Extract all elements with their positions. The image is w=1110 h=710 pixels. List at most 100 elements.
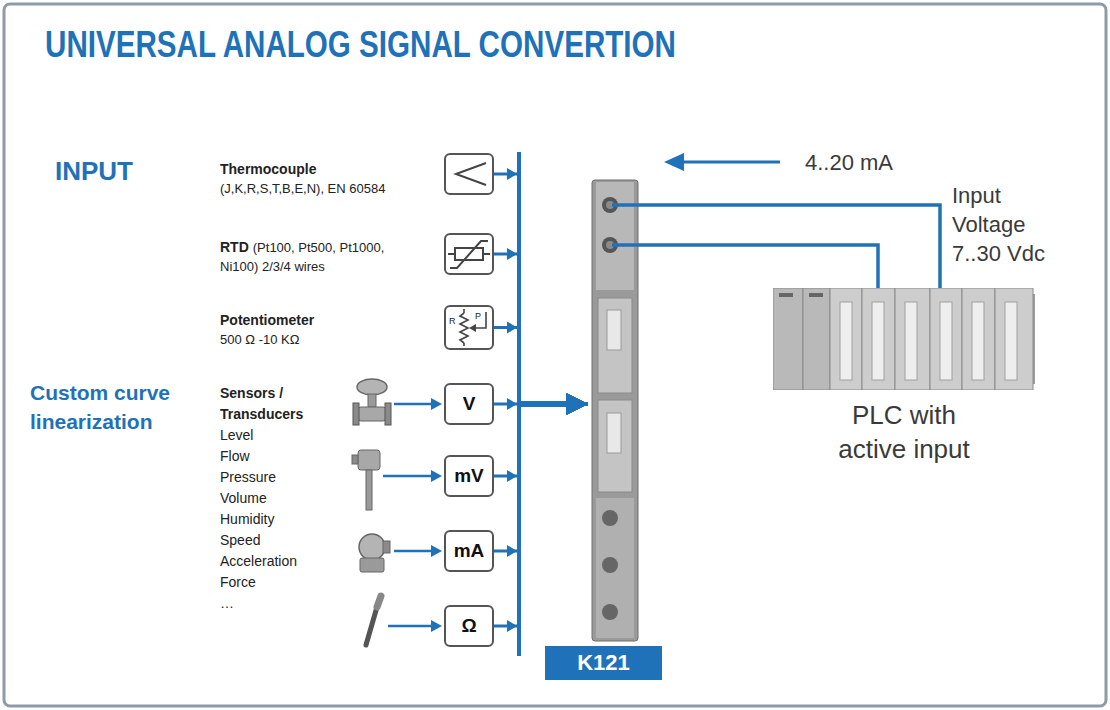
current-direction-arrowhead bbox=[664, 153, 684, 171]
signal-type-box: mV bbox=[444, 455, 494, 497]
plc-slot bbox=[1005, 302, 1017, 380]
frame bbox=[4, 4, 1106, 706]
signal-connector bbox=[494, 328, 588, 405]
valve-body bbox=[358, 407, 386, 421]
rtd-lead bbox=[483, 253, 490, 255]
wire-stub bbox=[612, 203, 640, 207]
signal-connector bbox=[494, 404, 588, 551]
rtd-symbol bbox=[446, 235, 492, 273]
sensor-arrow bbox=[388, 625, 432, 628]
signal-wire bbox=[640, 245, 878, 288]
plc-status-strip bbox=[809, 293, 823, 297]
module-slot bbox=[607, 413, 621, 453]
module-window bbox=[598, 400, 632, 492]
terminal-hole bbox=[602, 510, 618, 526]
terminal-hole bbox=[602, 557, 618, 573]
signal-connector bbox=[494, 254, 588, 404]
signal-type: V bbox=[463, 393, 476, 415]
potentiometer-symbol bbox=[446, 307, 492, 348]
converter-module: K121 bbox=[545, 178, 662, 680]
plc-slot bbox=[840, 302, 852, 380]
list-item: … bbox=[220, 593, 335, 614]
sensor-gland bbox=[352, 455, 358, 464]
symbol-letter: P bbox=[475, 311, 481, 321]
plc-status-strip bbox=[779, 293, 793, 297]
module-housing bbox=[592, 180, 638, 641]
probe-icon bbox=[366, 596, 381, 645]
pot-lead bbox=[463, 343, 465, 346]
signal-connector bbox=[494, 404, 588, 626]
plc-name: PLC with active input bbox=[817, 398, 992, 466]
input-description: Thermocouple(J,K,R,S,T,B,E,N), EN 60584 bbox=[220, 160, 425, 198]
transmitter-housing bbox=[359, 534, 385, 560]
sensor-head bbox=[358, 450, 380, 470]
signal-type: Ω bbox=[461, 615, 476, 637]
plc-module bbox=[895, 288, 930, 390]
plc-slot bbox=[940, 302, 952, 380]
plc-caption: PLC with active input bbox=[773, 398, 1035, 466]
symbol-letter: R bbox=[449, 316, 456, 326]
list-item: Flow bbox=[220, 446, 335, 467]
symbol-box bbox=[444, 153, 494, 195]
signal-type: mV bbox=[454, 465, 484, 487]
symbol-box bbox=[444, 305, 494, 350]
current-direction-arrow bbox=[682, 161, 780, 164]
input-description: RTD(Pt100, Pt500, Pt1000, Ni100) 2/3/4 w… bbox=[220, 238, 425, 276]
input-description: Potentiometer500 Ω -10 KΩ bbox=[220, 311, 425, 349]
plc-module bbox=[930, 288, 962, 390]
sensor-stem bbox=[366, 470, 372, 510]
module-drawing bbox=[590, 178, 640, 643]
symbol-box bbox=[444, 233, 494, 275]
module-slot bbox=[607, 310, 621, 350]
plc-module bbox=[995, 288, 1033, 390]
valve-actuator bbox=[357, 379, 387, 395]
signal-label: 4..20 mA bbox=[805, 148, 893, 177]
pot-wiper bbox=[475, 312, 486, 328]
list-item: Volume bbox=[220, 488, 335, 509]
transmitter-base bbox=[360, 558, 384, 572]
signal-connector bbox=[494, 404, 588, 476]
list-item: Level bbox=[220, 425, 335, 446]
signal-connector bbox=[494, 174, 588, 404]
thermocouple-junction bbox=[456, 163, 486, 185]
input-spec: (J,K,R,S,T,B,E,N), EN 60584 bbox=[220, 179, 425, 198]
input-spec: 500 Ω -10 KΩ bbox=[220, 330, 425, 349]
plc-module bbox=[962, 288, 995, 390]
transmitter-icon bbox=[359, 534, 390, 572]
terminal-block bbox=[596, 498, 634, 638]
terminal-block bbox=[596, 182, 634, 290]
plc-drawing-holder bbox=[773, 288, 1035, 390]
plc-slot bbox=[872, 302, 884, 380]
input-name: RTD bbox=[220, 239, 249, 255]
rtd-lead bbox=[448, 253, 455, 255]
valve-icon bbox=[353, 379, 391, 425]
list-item: Acceleration bbox=[220, 551, 335, 572]
input-type: Potentiometer500 Ω -10 KΩ bbox=[220, 305, 494, 350]
valve-flange bbox=[385, 403, 391, 425]
sensor-list: Sensors / TransducersLevelFlowPressureVo… bbox=[220, 383, 335, 614]
thermocouple-symbol bbox=[446, 155, 492, 193]
plc-module bbox=[773, 288, 803, 390]
plc-slot bbox=[972, 302, 984, 380]
signal-type-box: mA bbox=[444, 530, 494, 572]
input-type: Thermocouple(J,K,R,S,T,B,E,N), EN 60584 bbox=[220, 153, 494, 198]
sensor-arrowhead bbox=[431, 398, 442, 410]
plc-drawing bbox=[773, 288, 1035, 390]
plc-module bbox=[862, 288, 895, 390]
pot-wiper-head bbox=[469, 324, 476, 332]
plc: PLC with active input bbox=[773, 288, 1035, 473]
rtd-variation-line bbox=[450, 241, 488, 268]
list-item: Force bbox=[220, 572, 335, 593]
sensor-arrow bbox=[394, 403, 432, 406]
module-window bbox=[598, 298, 632, 393]
probe-head bbox=[377, 596, 381, 607]
signal-type-box: Ω bbox=[444, 605, 494, 647]
input-type: RTD(Pt100, Pt500, Pt1000, Ni100) 2/3/4 w… bbox=[220, 233, 494, 276]
valve-flange bbox=[353, 403, 359, 425]
plc-module bbox=[803, 288, 830, 390]
supply-label: Input Voltage 7..30 Vdc bbox=[952, 181, 1072, 268]
sensor-arrow bbox=[394, 550, 432, 553]
